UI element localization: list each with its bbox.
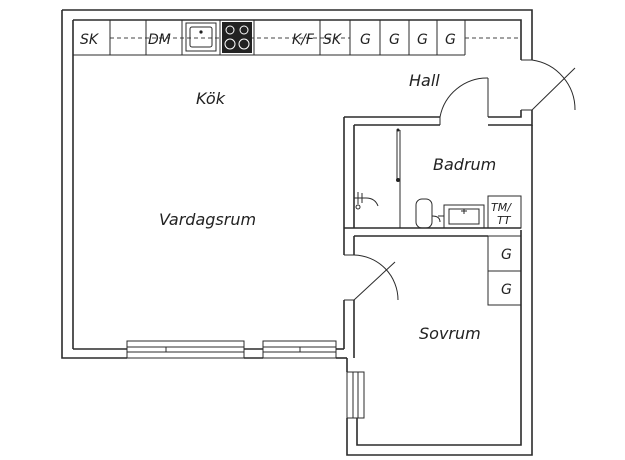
label-washing-machine: TM/ [491, 201, 512, 214]
washer-dryer-box [487, 195, 522, 229]
label-sk-left: SK [80, 32, 100, 48]
label-sk-right: SK [323, 32, 343, 48]
window-living-right [262, 340, 337, 359]
entrance-door [521, 59, 576, 111]
label-bedroom-wardrobe-1: G [501, 247, 512, 263]
label-fridge-freezer: K/F [292, 32, 315, 48]
hall-wardrobes [350, 20, 521, 56]
room-label-bedroom: Sovrum [419, 324, 481, 343]
label-wardrobe-3: G [417, 32, 428, 48]
stove-icon [222, 22, 252, 53]
shower-tap-icon [354, 192, 379, 210]
label-wardrobe-2: G [389, 32, 400, 48]
washbasin-icon [438, 204, 485, 229]
label-wardrobe-1: G [360, 32, 371, 48]
shower [396, 128, 401, 228]
interior-walls [73, 116, 521, 358]
label-tumble-dryer: TT [497, 214, 512, 227]
room-label-hall: Hall [409, 71, 440, 90]
room-label-kitchen: Kök [196, 89, 226, 108]
outer-walls [61, 9, 533, 456]
window-living-left [126, 340, 245, 359]
bedroom-wardrobes [487, 235, 522, 306]
label-wardrobe-4: G [445, 32, 456, 48]
room-label-living-room: Vardagsrum [159, 210, 256, 229]
bedroom-door [344, 254, 399, 301]
label-bedroom-wardrobe-2: G [501, 282, 512, 298]
label-dishwasher: DM [148, 32, 171, 48]
sink-icon [185, 22, 217, 52]
toilet-icon [415, 198, 441, 229]
room-label-bathroom: Badrum [433, 155, 496, 174]
bathroom-door [439, 77, 489, 125]
window-bedroom [346, 371, 365, 419]
